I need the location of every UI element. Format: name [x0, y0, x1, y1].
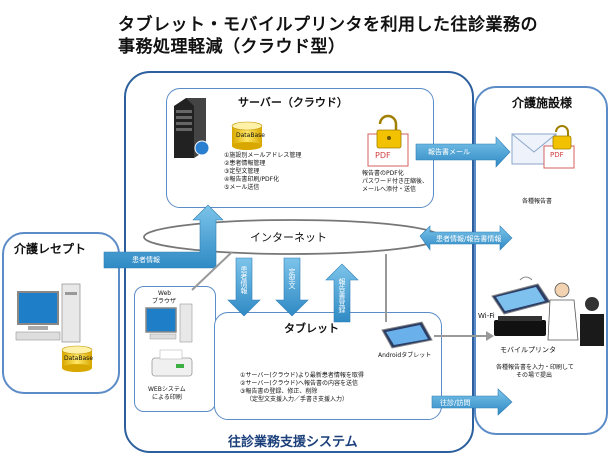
tablet-list-item: （定型文支援入力／手書き支援入力）: [246, 396, 349, 403]
care-facility-box: [474, 86, 608, 435]
browser-box: [134, 286, 216, 412]
printer-note: 各種報告書を入力・印刷して その場で提出: [496, 364, 574, 380]
arrow-visit: [431, 388, 513, 416]
mobile-printer-icon: [494, 316, 546, 336]
server-list-item: ②患者情報管理: [224, 160, 266, 167]
doctor-nurse-icon: [547, 282, 604, 346]
tablet-list-item: ②サーバー(クラウド)へ報告書の内容を送信: [240, 380, 359, 387]
facility-caption: 各種報告書: [522, 198, 553, 205]
line-browser-internet: [191, 251, 233, 291]
arrow-down-patient-label: 患者情報: [240, 266, 248, 294]
server-db-label: DataBase: [236, 132, 265, 139]
server-list-item: ⑤メール送信: [224, 184, 260, 191]
browser-label-1: Web: [158, 290, 172, 297]
receipt-db-label: DataBase: [64, 355, 93, 362]
browser-print-1: WEBシステム: [148, 386, 186, 393]
tablet-function-list: ①サーバー(クラウド)より最新患者情報を取得 ②サーバー(クラウド)へ報告書の内…: [240, 372, 364, 404]
arrow-patient-report-right-label: 患者情報/報告書情報: [436, 235, 502, 243]
arrow-patient-report-right: [419, 225, 513, 251]
arrow-down-patient: [227, 257, 261, 317]
envelope-pdf-icon: [511, 125, 575, 169]
tablet-device-label: Androidタブレット: [378, 352, 432, 359]
arrow-report-mail: [415, 136, 511, 168]
tablet-list-item: ①サーバー(クラウド)より最新患者情報を取得: [240, 372, 364, 379]
arrow-down-template-label: 定型文: [288, 268, 296, 289]
arrow-patient-info-label: 患者情報: [132, 256, 160, 264]
wifi-signal-icon: [519, 276, 533, 281]
arrow-up-report-label: 報告書登録: [338, 278, 346, 313]
arrow-down-template: [275, 257, 309, 317]
printer-note-line: 各種報告書を入力・印刷して: [496, 364, 574, 371]
receipt-database-icon: [61, 345, 93, 372]
arrow-report-mail-label: 報告書メール: [428, 148, 470, 156]
server-database-icon: [231, 121, 263, 150]
receipt-heading: 介護レセプト: [14, 242, 87, 256]
tablet-list-item: ③報告書の登録、修正、削除: [240, 388, 318, 395]
receipt-computer-icon: [15, 283, 81, 343]
server-function-list: ①施設別メールアドレス管理 ②患者情報管理 ③定型文管理 ④報告書印刷/PDF化…: [224, 152, 301, 192]
mobile-tablet-icon: [491, 283, 551, 315]
pdf-note-line: メールへ添付・送信: [362, 186, 417, 193]
browser-print-2: による印刷: [152, 394, 182, 401]
care-facility-heading: 介護施設様: [512, 96, 573, 110]
title-line-1: タブレット・モバイルプリンタを利用した往診業務の: [118, 15, 538, 35]
internet-label: インターネット: [250, 231, 327, 244]
server-list-item: ③定型文管理: [224, 168, 260, 175]
server-rack-icon: [174, 98, 210, 158]
arrow-up-report: [325, 263, 359, 323]
server-list-item: ④報告書印刷/PDF化: [224, 176, 280, 183]
printer-label: モバイルプリンタ: [500, 346, 556, 354]
printer-note-line: その場で提出: [516, 372, 553, 379]
server-heading: サーバー（クラウド）: [238, 96, 348, 109]
server-pdf-label: PDF: [375, 151, 391, 160]
browser-label-2: ブラウザ: [152, 298, 177, 305]
tablet-heading: タブレット: [284, 322, 339, 335]
server-pdf-lock-icon: [367, 114, 409, 167]
system-label: 往診業務支援システム: [228, 435, 358, 450]
facility-pdf-label: PDF: [550, 151, 564, 159]
server-list-item: ①施設別メールアドレス管理: [224, 152, 302, 159]
pdf-note-line: 報告書のPDF化: [362, 170, 404, 177]
arrow-tablet-printer: [434, 331, 494, 341]
server-pdf-note: 報告書のPDF化 パスワード付き圧縮後、 メールへ添付・送信: [362, 170, 428, 194]
pdf-note-line: パスワード付き圧縮後、: [362, 178, 429, 185]
title-line-2: 事務処理軽減（クラウド型）: [118, 37, 346, 57]
wifi-label: Wi-Fi: [478, 312, 495, 320]
android-tablet-icon: [381, 321, 433, 349]
browser-printer-icon: [151, 349, 193, 377]
arrow-patient-info: [103, 204, 224, 269]
arrow-visit-label: 往診/訪問: [440, 399, 471, 407]
browser-computer-icon: [145, 303, 193, 343]
